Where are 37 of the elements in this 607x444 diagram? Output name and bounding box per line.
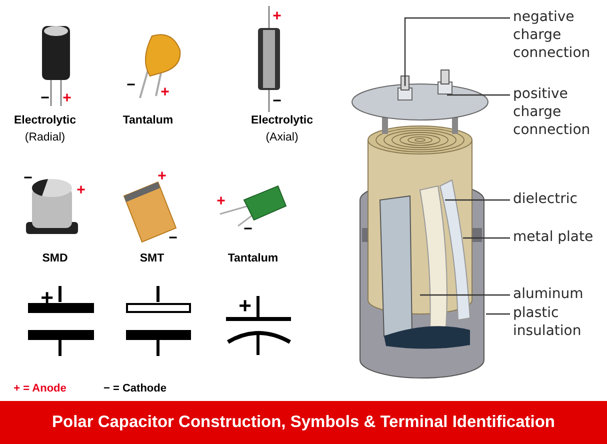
leader-line: [463, 237, 510, 239]
legend-note: − = Cathode: [104, 384, 166, 394]
polarity-sign: +: [238, 295, 252, 317]
polarity-sign: −: [40, 90, 50, 106]
title: Polar Capacitor Construction, Symbols & Terminal Identification: [52, 413, 556, 432]
polarity-sign: −: [244, 222, 252, 236]
component-type: (Radial): [24, 132, 66, 144]
polarity-sign: +: [158, 168, 166, 184]
polarity-sign: −: [272, 94, 282, 108]
polarity-sign: +: [62, 90, 72, 106]
polarity-sign: +: [160, 84, 170, 100]
leader-line: [404, 17, 510, 86]
polarity-sign: −: [168, 230, 178, 246]
part-label: negative charge connection: [513, 8, 605, 62]
part-label: plastic insulation: [513, 304, 605, 340]
polarity-sign: +: [76, 182, 86, 198]
leader-line: [420, 294, 510, 296]
component-type: (Axial): [266, 132, 298, 144]
leader-line: [486, 313, 510, 315]
polarity-sign: +: [272, 8, 282, 24]
part-label: positive charge connection: [513, 85, 605, 139]
component-name: Electrolytic: [14, 115, 76, 127]
component-name: Electrolytic: [251, 115, 313, 127]
component-name: SMT: [140, 253, 164, 265]
polarity-sign: +: [40, 287, 54, 309]
leader-line: [445, 199, 510, 201]
component-name: Tantalum: [122, 115, 174, 127]
legend-note: + = Anode: [14, 384, 66, 394]
polarity-sign: −: [126, 78, 136, 92]
component-name: Tantalum: [228, 253, 278, 265]
part-label: metal plate: [513, 228, 605, 246]
polarity-sign: +: [216, 194, 226, 208]
component-name: SMD: [42, 253, 68, 265]
part-label: dielectric: [513, 190, 605, 208]
leader-line: [447, 94, 510, 96]
polarity-sign: −: [24, 170, 32, 186]
part-label: aluminum: [513, 285, 605, 303]
